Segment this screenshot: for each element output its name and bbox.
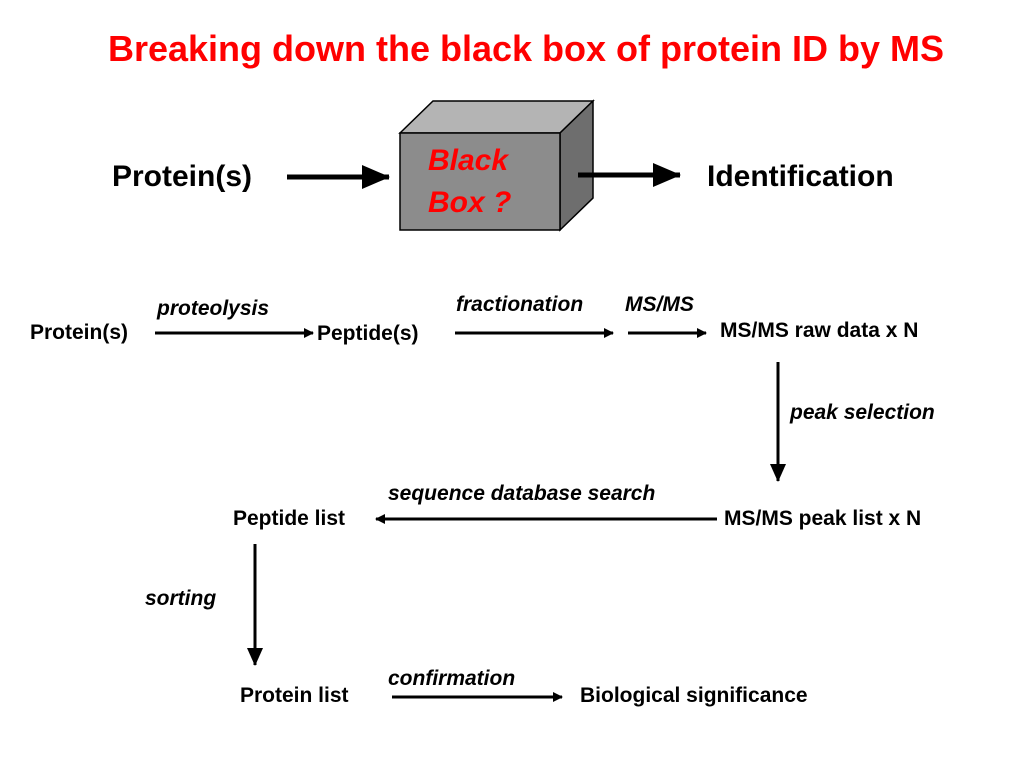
cube-front-face	[399, 132, 561, 231]
node-peptide-list: Peptide list	[233, 507, 346, 530]
edge-label-confirmation: confirmation	[388, 667, 516, 690]
black-box-cube	[398, 99, 595, 232]
node-peptides: Peptide(s)	[317, 322, 419, 345]
black-box-label-line2: Box ?	[428, 186, 512, 219]
edge-label-peak-selection: peak selection	[790, 401, 935, 424]
node-msms-raw-data: MS/MS raw data x N	[720, 319, 919, 342]
edge-label-msms: MS/MS	[625, 293, 694, 316]
edge-label-sequence-database-search: sequence database search	[388, 482, 656, 505]
black-box-label: Black Box ?	[428, 140, 558, 224]
black-box-label-line1: Black	[428, 144, 509, 177]
node-biological-significance: Biological significance	[580, 684, 808, 707]
overview-input-label: Protein(s)	[112, 160, 253, 193]
slide-title: Breaking down the black box of protein I…	[107, 28, 945, 69]
overview-output-label: Identification	[707, 160, 894, 193]
node-msms-peak-list: MS/MS peak list x N	[724, 507, 922, 530]
node-proteins: Protein(s)	[30, 321, 129, 344]
edge-label-fractionation: fractionation	[456, 293, 584, 316]
edge-label-sorting: sorting	[145, 587, 217, 610]
node-protein-list: Protein list	[240, 684, 349, 707]
edge-label-proteolysis: proteolysis	[157, 297, 270, 320]
